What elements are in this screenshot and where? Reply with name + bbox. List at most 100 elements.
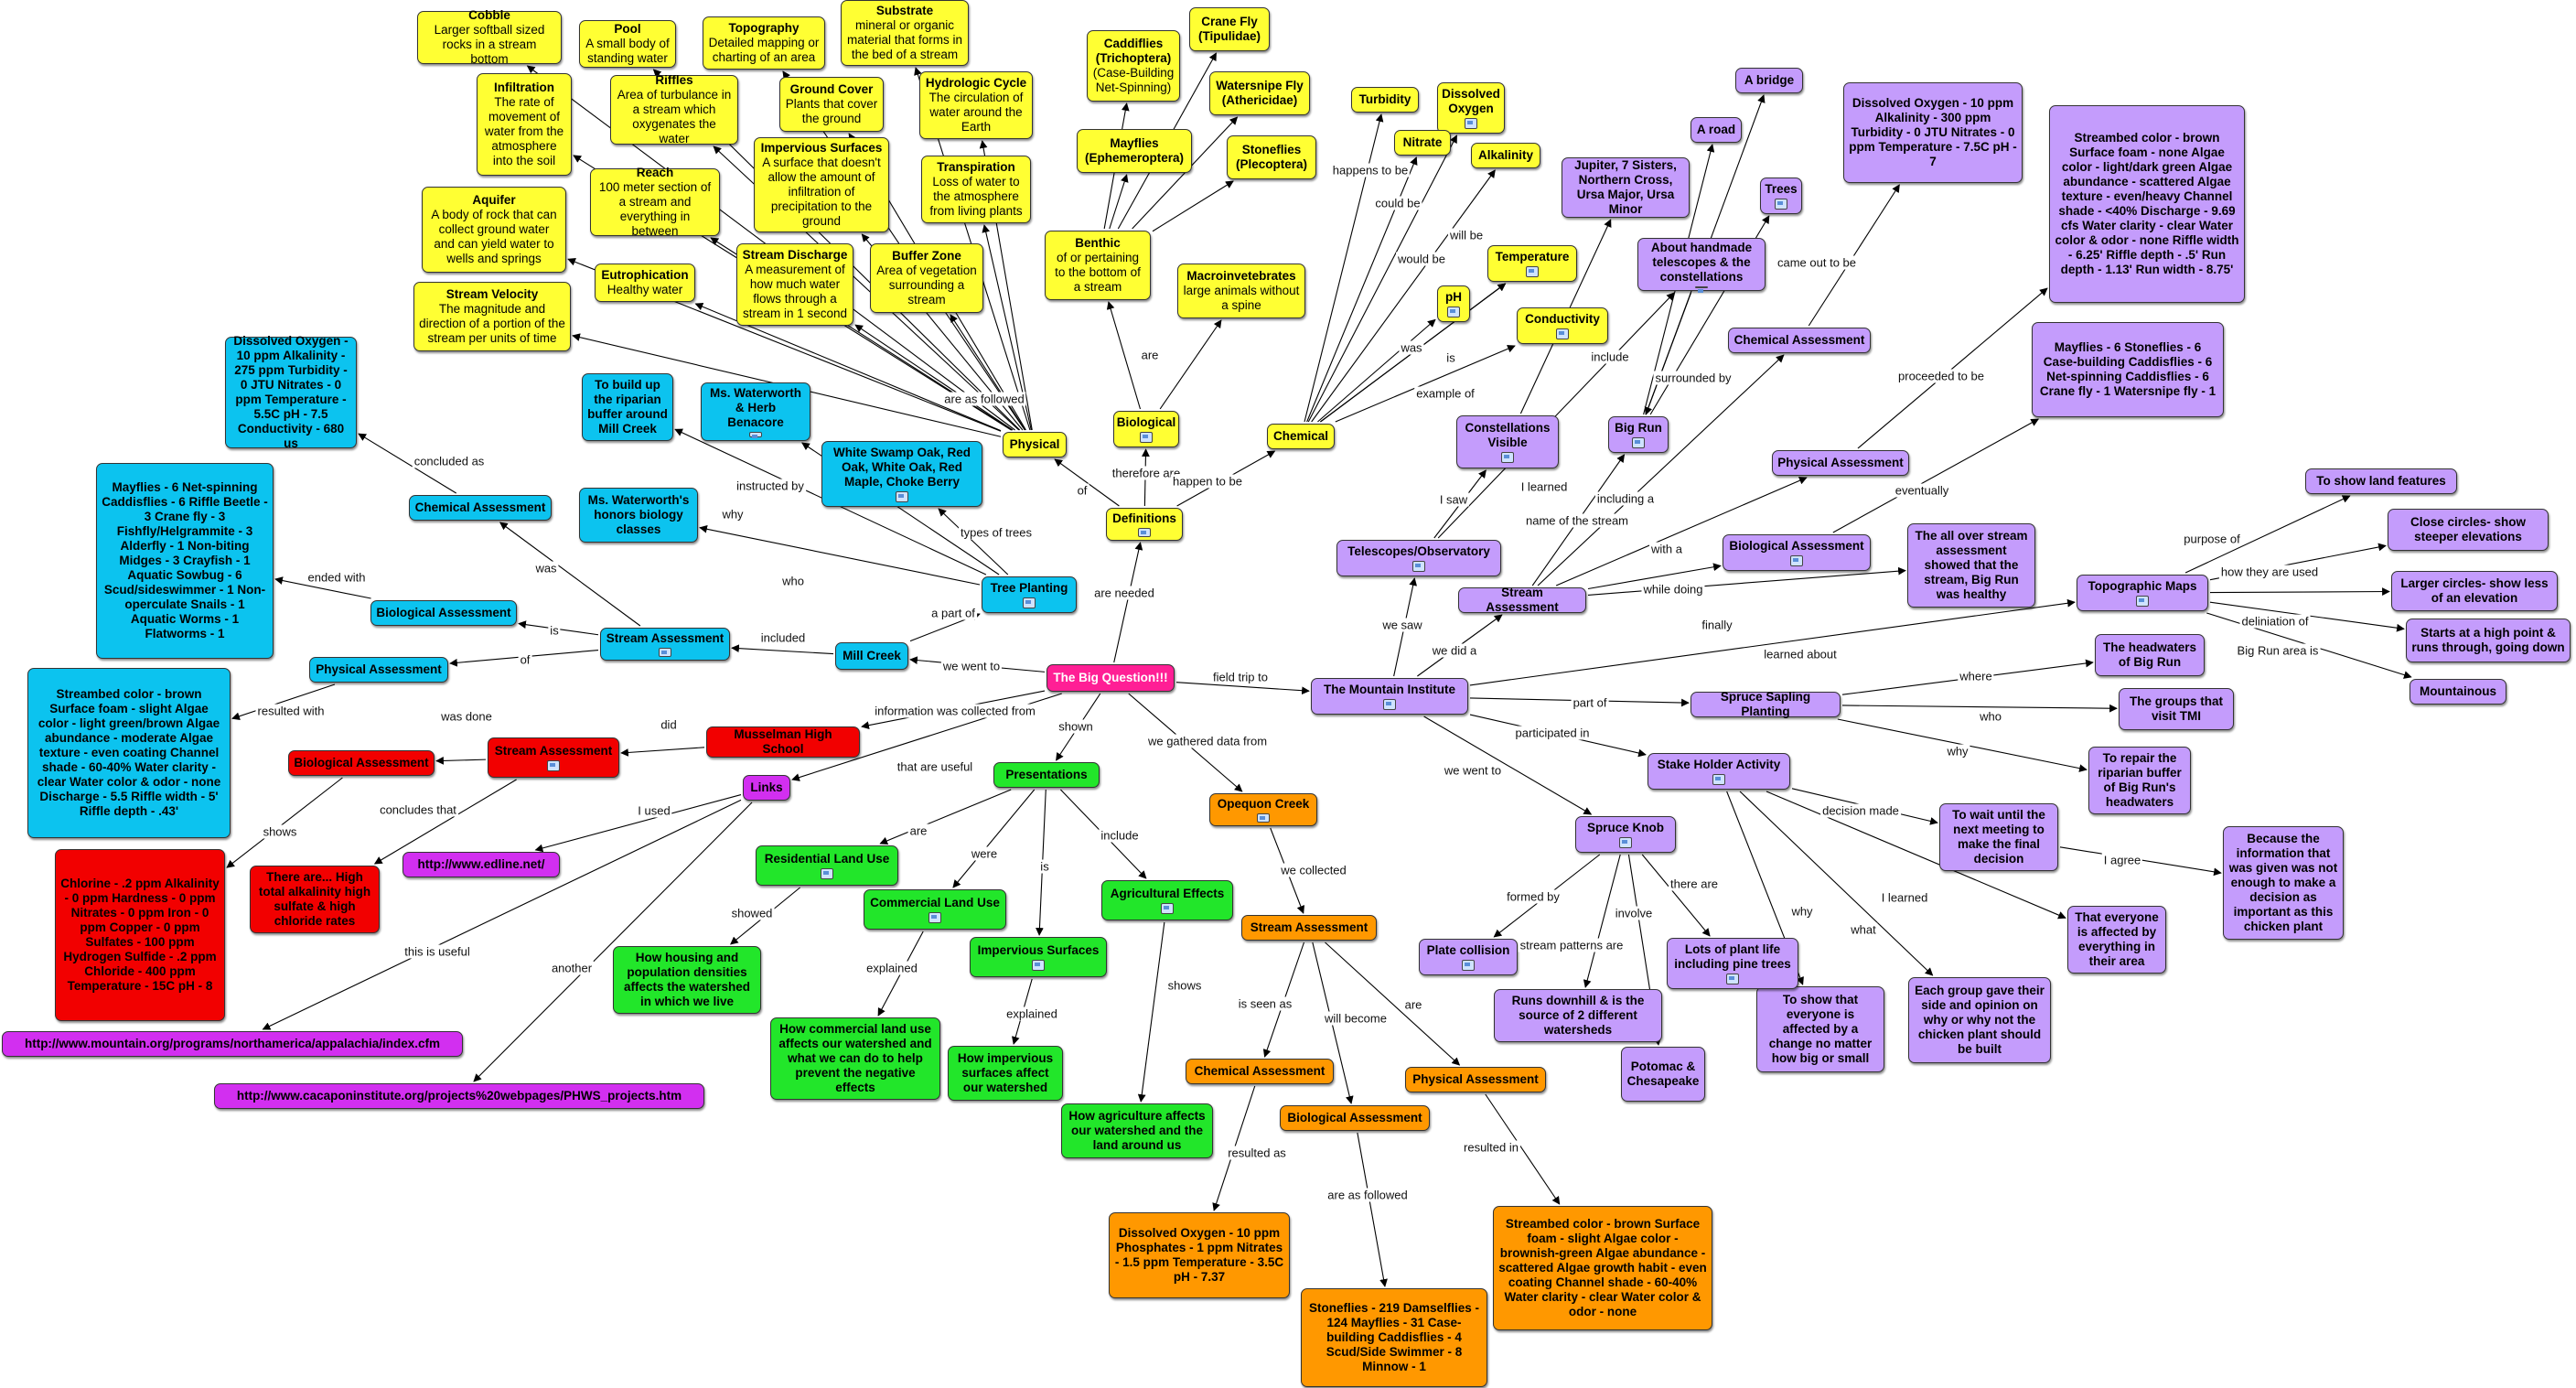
node-runsdownhill[interactable]: Runs downhill & is the source of 2 diffe… [1494,989,1662,1042]
node-constellations[interactable]: Constellations Visible [1456,415,1559,468]
node-residential[interactable]: Residential Land Use [756,845,898,886]
node-whiteswamp[interactable]: White Swamp Oak, Red Oak, White Oak, Red… [821,441,982,507]
attachment-icon[interactable] [1161,903,1174,914]
node-definitions[interactable]: Definitions [1106,508,1183,541]
node-headwaters[interactable]: The headwaters of Big Run [2095,634,2205,676]
node-chem-purple-data[interactable]: Dissolved Oxygen - 10 ppm Alkalinity - 3… [1843,82,2023,183]
node-stoneflies[interactable]: Stoneflies (Plecoptera) [1227,135,1316,179]
node-dissolved[interactable]: Dissolved Oxygen [1437,82,1505,134]
node-mountain-url[interactable]: http://www.mountain.org/programs/northam… [2,1031,463,1057]
node-root[interactable]: The Big Question!!! [1046,664,1175,692]
node-ph[interactable]: pH [1437,285,1470,322]
node-nitrate[interactable]: Nitrate [1394,130,1451,156]
node-spruce-planting[interactable]: Spruce Sapling Planting [1690,690,1841,718]
node-chem-purple[interactable]: Chemical Assessment [1728,328,1871,353]
node-bio-red[interactable]: Biological Assessment [288,750,435,776]
node-opequon[interactable]: Opequon Creek [1209,793,1317,826]
attachment-icon[interactable] [1619,837,1632,848]
node-stakeholder[interactable]: Stake Holder Activity [1648,753,1790,790]
node-sa-red[interactable]: Stream Assessment [488,737,619,778]
node-platecollision[interactable]: Plate collision [1419,939,1518,975]
attachment-icon[interactable] [1726,974,1739,985]
node-red-data[interactable]: Chlorine - .2 ppm Alkalinity - 0 ppm Har… [55,849,225,1021]
attachment-icon[interactable] [1775,199,1787,210]
node-sa-blue[interactable]: Stream Assessment [600,628,730,661]
attachment-icon[interactable] [2136,596,2149,607]
node-waterworth[interactable]: Ms. Waterworth & Herb Benacore [701,382,810,441]
attachment-icon[interactable] [1257,813,1270,823]
node-buildup[interactable]: To build up the riparian buffer around M… [582,373,673,441]
node-physical[interactable]: Physical [1003,432,1067,457]
node-topomaps[interactable]: Topographic Maps [2077,575,2208,611]
node-aroad[interactable]: A road [1690,117,1742,143]
attachment-icon[interactable] [1412,561,1425,572]
node-commercial[interactable]: Commercial Land Use [864,889,1006,930]
node-phys-orange[interactable]: Physical Assessment [1405,1067,1546,1092]
node-agri-exp[interactable]: How agriculture affects our watershed an… [1061,1103,1213,1158]
node-startshigh[interactable]: Starts at a high point & runs through, g… [2406,619,2571,662]
attachment-icon[interactable] [821,868,833,879]
node-cacapon-url[interactable]: http://www.cacaponinstitute.org/projects… [214,1083,704,1109]
attachment-icon[interactable] [1695,286,1708,293]
node-landfeatures[interactable]: To show land features [2305,468,2457,494]
node-chem-blue[interactable]: Chemical Assessment [409,495,552,521]
node-sa-orange[interactable]: Stream Assessment [1241,915,1377,941]
node-bio-orange[interactable]: Biological Assessment [1280,1105,1430,1131]
node-temperature[interactable]: Temperature [1487,245,1577,282]
node-conductivity[interactable]: Conductivity [1517,307,1608,344]
attachment-icon[interactable] [659,648,671,657]
node-chem-blue-data[interactable]: Dissolved Oxygen - 10 ppm Alkalinity - 2… [225,334,357,450]
node-eachgroup[interactable]: Each group gave their side and opinion o… [1908,977,2051,1063]
node-sa-purple[interactable]: Stream Assessment [1458,586,1586,614]
node-honors[interactable]: Ms. Waterworth's honors biology classes [579,488,698,543]
node-repair[interactable]: To repair the riparian buffer of Big Run… [2088,747,2191,814]
node-chem-orange-data[interactable]: Dissolved Oxygen - 10 ppm Phosphates - 1… [1109,1212,1290,1298]
attachment-icon[interactable] [928,912,941,923]
attachment-icon[interactable] [1140,432,1153,443]
node-chem-orange[interactable]: Chemical Assessment [1186,1059,1334,1084]
node-phys-blue-data[interactable]: Streambed color - brown Surface foam - s… [27,668,231,838]
node-bio-orange-data[interactable]: Stoneflies - 219 Damselflies - 124 Mayfl… [1301,1288,1487,1387]
node-phys-purple[interactable]: Physical Assessment [1772,450,1909,476]
node-abridge[interactable]: A bridge [1735,68,1803,93]
attachment-icon[interactable] [1383,699,1396,710]
node-commercial-exp[interactable]: How commercial land use affects our wate… [770,1017,940,1100]
node-largercircles[interactable]: Larger circles- show less of an elevatio… [2391,571,2558,611]
attachment-icon[interactable] [1526,266,1539,277]
attachment-icon[interactable] [1556,328,1569,339]
node-waituntil[interactable]: To wait until the next meeting to make t… [1939,803,2058,871]
node-spruceknob[interactable]: Spruce Knob [1575,816,1676,853]
node-because[interactable]: Because the information that was given w… [2223,826,2344,940]
node-bio-purple[interactable]: Biological Assessment [1723,534,1871,571]
attachment-icon[interactable] [1501,452,1514,463]
node-biological[interactable]: Biological [1113,411,1179,447]
node-presentations[interactable]: Presentations [993,762,1100,788]
node-phys-orange-data[interactable]: Streambed color - brown Surface foam - s… [1493,1206,1712,1330]
node-mountain[interactable]: The Mountain Institute [1311,678,1468,715]
node-edline[interactable]: http://www.edline.net/ [402,852,560,877]
attachment-icon[interactable] [1447,307,1460,317]
node-bio-blue[interactable]: Biological Assessment [370,600,517,626]
node-bio-blue-data[interactable]: Mayflies - 6 Net-spinning Caddisflies - … [96,463,274,659]
node-phys-purple-data[interactable]: Streambed color - brown Surface foam - n… [2049,105,2245,303]
node-millcreek[interactable]: Mill Creek [835,642,908,670]
node-agricultural[interactable]: Agricultural Effects [1101,880,1233,920]
attachment-icon[interactable] [1023,597,1036,608]
node-potomac[interactable]: Potomac & Chesapeake [1621,1047,1705,1102]
